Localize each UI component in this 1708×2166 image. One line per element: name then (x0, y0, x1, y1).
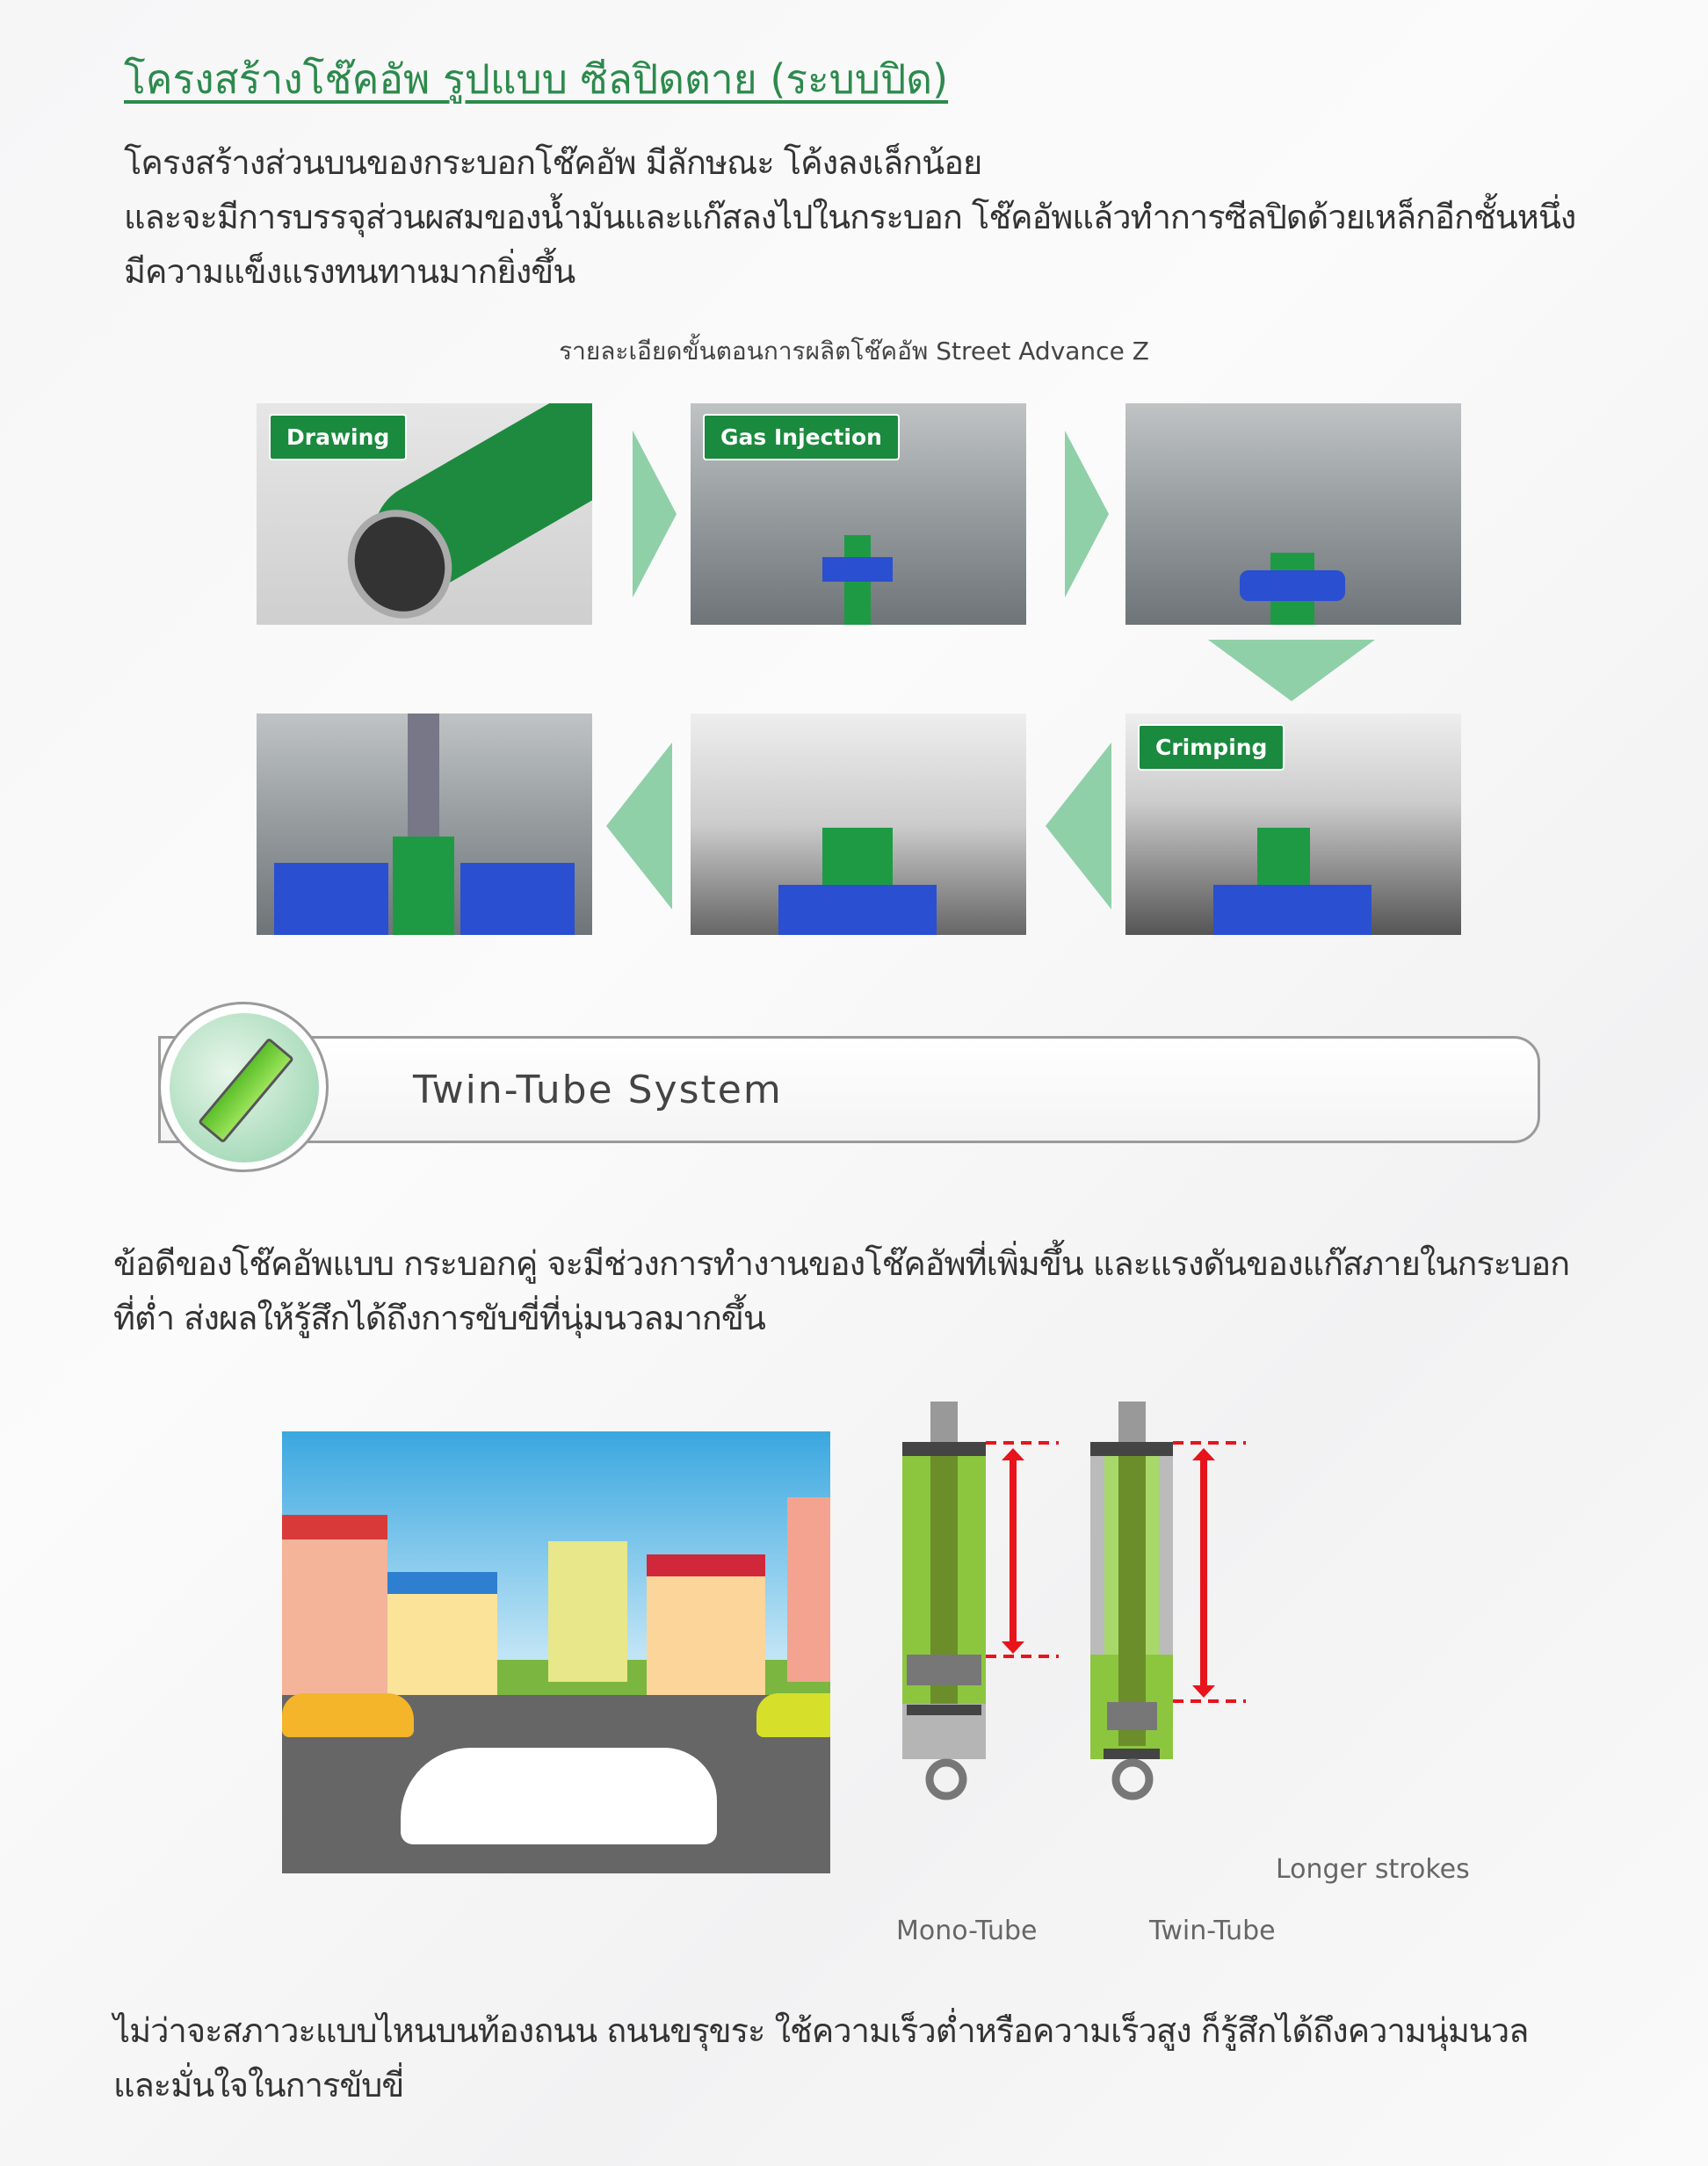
arrow-left-icon (1046, 743, 1111, 909)
photo-rolling (691, 714, 1026, 935)
step-badge: Drawing (269, 414, 408, 460)
intro-line: โครงสร้างส่วนบนของกระบอกโช๊คอัพ มีลักษณะ… (124, 143, 982, 182)
arrow-right-icon (1065, 431, 1109, 598)
advantages-line: ข้อดีของโช๊คอัพแบบ กระบอกคู่ จะมีช่วงการ… (113, 1244, 1570, 1283)
banner-icon-circle (158, 1002, 329, 1172)
page-title: โครงสร้างโช๊คอัพ รูปแบบ ซีลปิดตาย (ระบบป… (124, 55, 949, 103)
intro-paragraph: โครงสร้างส่วนบนของกระบอกโช๊คอัพ มีลักษณะ… (124, 135, 1576, 299)
closing-paragraph: ไม่ว่าจะสภาวะแบบไหนบนท้องถนน ถนนขรุขระ ใ… (113, 2003, 1529, 2112)
twin-tube-label: Twin-Tube (1149, 1916, 1276, 1946)
closing-line: และมั่นใจในการขับขี่ (113, 2066, 404, 2104)
advantages-line: ที่ต่ำ ส่งผลให้รู้สึกได้ถึงการขับขี่ที่น… (113, 1299, 766, 1337)
twin-tube-graphic (1090, 1402, 1173, 1800)
arrow-down-icon (1208, 640, 1375, 701)
mono-tube-graphic (902, 1402, 986, 1800)
intro-line: มีความแข็งแรงทนทานมากยิ่งขึ้น (124, 252, 575, 291)
shock-absorber-icon (170, 1013, 319, 1163)
mono-tube-label: Mono-Tube (896, 1916, 1038, 1946)
city-illustration (282, 1431, 830, 1873)
photo-final (257, 714, 592, 935)
advantages-paragraph: ข้อดีของโช๊คอัพแบบ กระบอกคู่ จะมีช่วงการ… (113, 1236, 1570, 1345)
step-badge: Gas Injection (703, 414, 900, 460)
longer-strokes-label: Longer strokes (1276, 1854, 1470, 1885)
section-banner (158, 1036, 1540, 1143)
tube-comparison-diagram (902, 1402, 1246, 1800)
step-badge: Crimping (1138, 724, 1285, 771)
closing-line: ไม่ว่าจะสภาวะแบบไหนบนท้องถนน ถนนขรุขระ ใ… (113, 2011, 1529, 2050)
arrow-left-icon (606, 743, 672, 909)
photo-gas-injection: Gas Injection (691, 403, 1026, 625)
stroke-guides (986, 1441, 1246, 1703)
arrow-right-icon (633, 431, 677, 598)
banner-title: Twin-Tube System (413, 1068, 783, 1112)
photo-drawing: Drawing (257, 403, 592, 625)
photo-press (1125, 403, 1461, 625)
photo-crimping: Crimping (1125, 714, 1461, 935)
process-caption: รายละเอียดขั้นตอนการผลิตโช๊คอัพ Street A… (559, 337, 1149, 366)
intro-line: และจะมีการบรรจุส่วนผสมของน้ำมันและแก๊สลง… (124, 198, 1576, 236)
stroke-arrows (1002, 1448, 1215, 1698)
